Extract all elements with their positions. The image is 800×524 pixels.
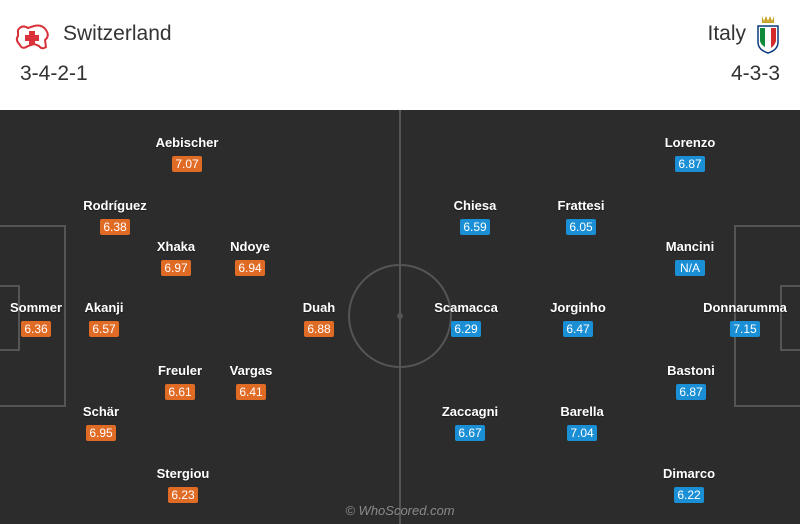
player-card[interactable]: Akanji 6.57 bbox=[59, 300, 149, 338]
player-name: Stergiou bbox=[156, 466, 210, 481]
player-rating-badge: 6.57 bbox=[89, 321, 119, 337]
player-name: Ndoye bbox=[230, 239, 270, 254]
player-card[interactable]: Ndoye 6.94 bbox=[205, 239, 295, 277]
player-name: Mancini bbox=[665, 239, 715, 254]
player-card[interactable]: Aebischer 7.07 bbox=[142, 135, 232, 173]
player-name: Xhaka bbox=[156, 239, 196, 254]
player-rating-badge: 6.88 bbox=[304, 321, 334, 337]
player-card[interactable]: Jorginho 6.47 bbox=[533, 300, 623, 338]
player-name: Bastoni bbox=[667, 363, 715, 378]
player-name: Frattesi bbox=[557, 198, 605, 213]
player-name: Sommer bbox=[9, 300, 63, 315]
watermark: © WhoScored.com bbox=[345, 503, 455, 518]
player-card[interactable]: Zaccagni 6.67 bbox=[425, 404, 515, 442]
player-name: Lorenzo bbox=[664, 135, 716, 150]
player-name: Barella bbox=[560, 404, 604, 419]
italy-crest-icon bbox=[757, 16, 779, 54]
player-rating-badge: 6.97 bbox=[161, 260, 191, 276]
player-rating-badge: 6.22 bbox=[674, 487, 704, 503]
switzerland-logo-icon bbox=[15, 24, 49, 50]
player-card[interactable]: Freuler 6.61 bbox=[135, 363, 225, 401]
player-card[interactable]: Xhaka 6.97 bbox=[131, 239, 221, 277]
away-team-name[interactable]: Italy bbox=[707, 22, 746, 45]
player-name: Donnarumma bbox=[703, 300, 787, 315]
player-card[interactable]: Lorenzo 6.87 bbox=[645, 135, 735, 173]
player-rating-badge: 6.94 bbox=[235, 260, 265, 276]
player-name: Zaccagni bbox=[441, 404, 499, 419]
player-card[interactable]: Duah 6.88 bbox=[274, 300, 364, 338]
player-rating-badge: 7.04 bbox=[567, 425, 597, 441]
player-card[interactable]: Frattesi 6.05 bbox=[536, 198, 626, 236]
player-card[interactable]: Barella 7.04 bbox=[537, 404, 627, 442]
pitch-lines bbox=[0, 110, 800, 524]
match-header: Switzerland 3-4-2-1 Italy 4-3-3 bbox=[0, 0, 800, 110]
player-rating-badge: 6.41 bbox=[236, 384, 266, 400]
player-name: Rodríguez bbox=[83, 198, 147, 213]
player-rating-badge: 6.95 bbox=[86, 425, 116, 441]
player-card[interactable]: Vargas 6.41 bbox=[206, 363, 296, 401]
player-name: Dimarco bbox=[662, 466, 716, 481]
player-rating-badge: 6.59 bbox=[460, 219, 490, 235]
pitch: Sommer 6.36 Akanji 6.57 Schär 6.95 Rodrí… bbox=[0, 110, 800, 524]
player-rating-badge: 6.36 bbox=[21, 321, 51, 337]
home-team-name[interactable]: Switzerland bbox=[63, 22, 172, 45]
player-card[interactable]: Bastoni 6.87 bbox=[646, 363, 736, 401]
player-name: Jorginho bbox=[550, 300, 606, 315]
player-card[interactable]: Stergiou 6.23 bbox=[138, 466, 228, 504]
player-rating-badge: 7.15 bbox=[730, 321, 760, 337]
player-rating-badge: 6.29 bbox=[451, 321, 481, 337]
player-rating-badge: 6.38 bbox=[100, 219, 130, 235]
player-name: Vargas bbox=[229, 363, 273, 378]
player-rating-badge: 7.07 bbox=[172, 156, 202, 172]
player-rating-badge: 6.67 bbox=[455, 425, 485, 441]
player-card[interactable]: Scamacca 6.29 bbox=[421, 300, 511, 338]
player-name: Chiesa bbox=[453, 198, 497, 213]
player-rating-badge: 6.23 bbox=[168, 487, 198, 503]
player-card[interactable]: Chiesa 6.59 bbox=[430, 198, 520, 236]
player-rating-badge: N/A bbox=[675, 260, 705, 276]
player-name: Freuler bbox=[157, 363, 203, 378]
player-card[interactable]: Schär 6.95 bbox=[56, 404, 146, 442]
home-formation: 3-4-2-1 bbox=[20, 62, 88, 85]
player-card[interactable]: Rodríguez 6.38 bbox=[70, 198, 160, 236]
player-card[interactable]: Donnarumma 7.15 bbox=[700, 300, 790, 338]
player-rating-badge: 6.61 bbox=[165, 384, 195, 400]
player-rating-badge: 6.47 bbox=[563, 321, 593, 337]
player-card[interactable]: Dimarco 6.22 bbox=[644, 466, 734, 504]
player-name: Akanji bbox=[84, 300, 124, 315]
player-name: Duah bbox=[302, 300, 336, 315]
player-card[interactable]: Mancini N/A bbox=[645, 239, 735, 277]
away-formation: 4-3-3 bbox=[730, 62, 780, 85]
player-card[interactable]: Sommer 6.36 bbox=[0, 300, 81, 338]
player-rating-badge: 6.05 bbox=[566, 219, 596, 235]
player-name: Schär bbox=[82, 404, 120, 419]
player-name: Scamacca bbox=[434, 300, 498, 315]
player-rating-badge: 6.87 bbox=[676, 384, 706, 400]
player-name: Aebischer bbox=[155, 135, 219, 150]
player-rating-badge: 6.87 bbox=[675, 156, 705, 172]
